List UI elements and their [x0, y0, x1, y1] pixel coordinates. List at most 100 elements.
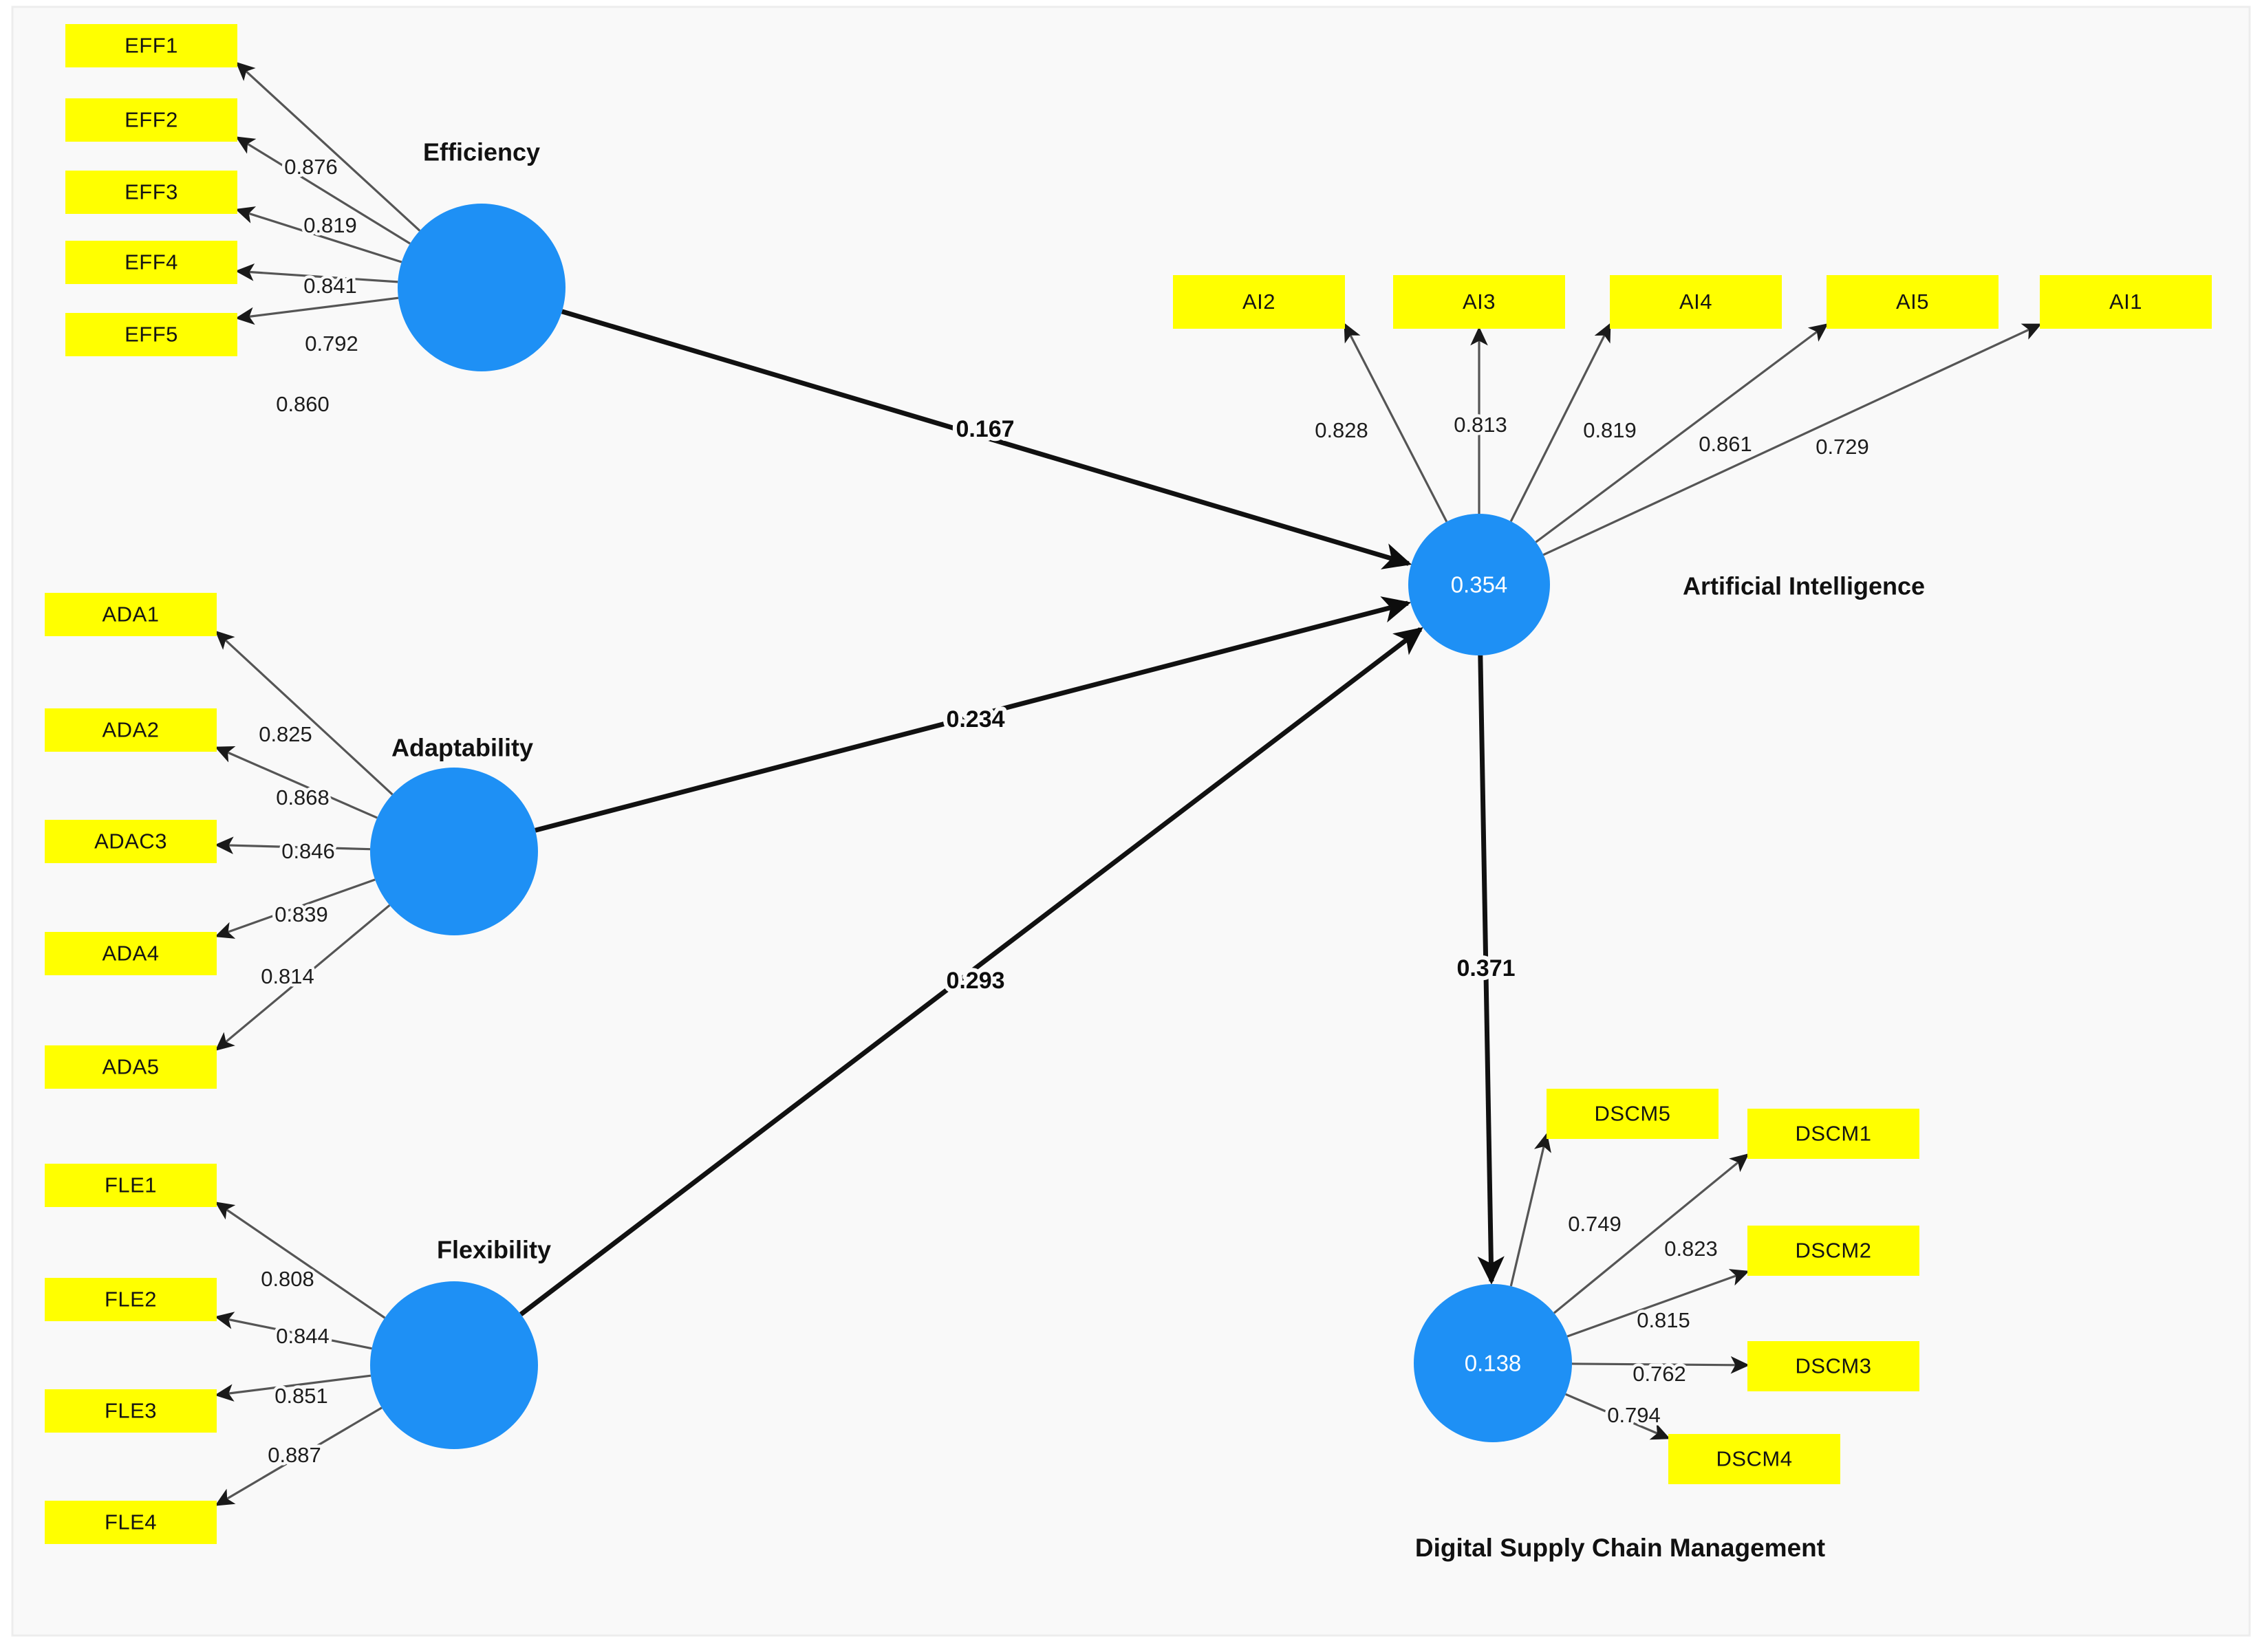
indicator-box[interactable]: [1393, 275, 1565, 329]
indicator-ada5[interactable]: ADA5: [45, 1045, 217, 1089]
indicator-ai2[interactable]: AI2: [1173, 275, 1345, 329]
indicator-ai5[interactable]: AI5: [1827, 275, 1999, 329]
indicator-box[interactable]: [65, 241, 237, 284]
indicator-fle2[interactable]: FLE2: [45, 1278, 217, 1321]
loading-line-fle-fle2: [214, 1312, 372, 1350]
indicator-fle3[interactable]: FLE3: [45, 1389, 217, 1433]
loading-line-eff-eff3: [235, 206, 402, 263]
latent-circle[interactable]: [370, 768, 538, 935]
indicator-box[interactable]: [1610, 275, 1782, 329]
loading-line-ada-adac3: [214, 836, 371, 855]
loading-value-eff-eff4: 0.792: [305, 332, 358, 356]
latent-node-fle[interactable]: [370, 1281, 538, 1449]
loading-value-eff-eff1: 0.876: [284, 155, 338, 179]
loading-value-eff-eff5: 0.860: [276, 392, 330, 416]
indicator-ai1[interactable]: AI1: [2040, 275, 2212, 329]
loading-value-ai-ai1: 0.729: [1816, 435, 1869, 459]
latent-circle[interactable]: [1414, 1284, 1572, 1442]
path-label-halo: 0.167: [956, 416, 1014, 442]
latent-node-ada[interactable]: [370, 768, 538, 935]
loading-value-dscm-dscm2: 0.815: [1637, 1308, 1690, 1332]
indicator-box[interactable]: [45, 1501, 217, 1544]
indicator-label: EFF5: [125, 323, 178, 347]
indicator-eff2[interactable]: EFF2: [65, 98, 237, 142]
indicator-box[interactable]: [1747, 1226, 1919, 1276]
latent-node-ai[interactable]: 0.354: [1408, 514, 1550, 655]
indicator-box[interactable]: [45, 1164, 217, 1207]
loading-line-ai-ai5: [1535, 323, 1829, 543]
loading-label-halo: 0.813: [1454, 413, 1507, 437]
latent-circle[interactable]: [398, 204, 566, 371]
indicator-box[interactable]: [1668, 1434, 1840, 1484]
indicator-dscm4[interactable]: DSCM4: [1668, 1434, 1840, 1484]
indicator-eff4[interactable]: EFF4: [65, 241, 237, 284]
latent-circle[interactable]: [370, 1281, 538, 1449]
latent-name-halo: Flexibility: [437, 1236, 551, 1264]
loading-value-fle-fle4: 0.887: [268, 1443, 321, 1467]
loading-label-halo: 0.819: [303, 213, 357, 237]
indicator-adac3[interactable]: ADAC3: [45, 820, 217, 863]
indicator-ai3[interactable]: AI3: [1393, 275, 1565, 329]
loading-label-halo: 0.815: [1637, 1308, 1690, 1332]
indicator-eff3[interactable]: EFF3: [65, 171, 237, 214]
loading-label-halo: 0.819: [1583, 418, 1637, 442]
loading-label-halo: 0.851: [274, 1384, 328, 1408]
indicator-dscm5[interactable]: DSCM5: [1547, 1089, 1719, 1139]
latent-node-eff[interactable]: [398, 204, 566, 371]
indicator-label: DSCM4: [1716, 1447, 1792, 1471]
latent-r2-value: 0.354: [1451, 572, 1508, 598]
indicator-dscm1[interactable]: DSCM1: [1747, 1109, 1919, 1159]
loading-line-dscm-dscm5: [1509, 1132, 1551, 1287]
indicator-eff5[interactable]: EFF5: [65, 313, 237, 356]
path-coefficient-2: 0.293: [946, 968, 1004, 994]
indicator-box[interactable]: [1747, 1341, 1919, 1391]
indicator-fle1[interactable]: FLE1: [45, 1164, 217, 1207]
indicator-label: AI3: [1463, 290, 1496, 314]
latent-node-dscm[interactable]: 0.138: [1414, 1284, 1572, 1442]
loading-value-ai-ai2: 0.828: [1315, 418, 1368, 442]
loading-value-ada-adac3: 0.846: [281, 839, 335, 863]
indicator-box[interactable]: [45, 593, 217, 636]
loading-value-dscm-dscm5: 0.749: [1568, 1212, 1622, 1236]
indicator-box[interactable]: [45, 1389, 217, 1433]
indicator-label: AI2: [1242, 290, 1275, 314]
loading-line-eff-eff2: [235, 136, 411, 245]
indicator-box[interactable]: [1747, 1109, 1919, 1159]
indicator-ai4[interactable]: AI4: [1610, 275, 1782, 329]
indicator-box[interactable]: [45, 1045, 217, 1089]
loading-value-dscm-dscm1: 0.823: [1664, 1237, 1718, 1261]
indicator-box[interactable]: [45, 708, 217, 752]
indicator-box[interactable]: [45, 820, 217, 863]
latent-circle[interactable]: [1408, 514, 1550, 655]
latent-name-ai: Artificial Intelligence: [1683, 572, 1925, 600]
indicator-box[interactable]: [1547, 1089, 1719, 1139]
loading-line-dscm-dscm1: [1553, 1153, 1749, 1314]
latent-name-halo: Efficiency: [423, 138, 540, 166]
indicator-box[interactable]: [65, 98, 237, 142]
indicator-box[interactable]: [2040, 275, 2212, 329]
indicator-label: DSCM5: [1594, 1102, 1670, 1126]
indicator-eff1[interactable]: EFF1: [65, 24, 237, 67]
indicator-box[interactable]: [1827, 275, 1999, 329]
indicator-box[interactable]: [65, 313, 237, 356]
outer-loading-labels: 0.8760.8760.8190.8190.8410.8410.7920.792…: [256, 152, 1873, 1470]
indicator-dscm3[interactable]: DSCM3: [1747, 1341, 1919, 1391]
indicator-fle4[interactable]: FLE4: [45, 1501, 217, 1544]
indicator-ada4[interactable]: ADA4: [45, 932, 217, 975]
loading-line-dscm-dscm3: [1571, 1356, 1750, 1374]
indicator-label: AI4: [1679, 290, 1712, 314]
indicator-label: ADA5: [103, 1055, 160, 1079]
indicator-box[interactable]: [45, 932, 217, 975]
indicator-ada2[interactable]: ADA2: [45, 708, 217, 752]
loading-line-fle-fle1: [215, 1202, 386, 1319]
indicator-box[interactable]: [45, 1278, 217, 1321]
indicator-box[interactable]: [65, 171, 237, 214]
loading-line-eff-eff4: [235, 263, 398, 283]
indicator-box[interactable]: [65, 24, 237, 67]
indicator-box[interactable]: [1173, 275, 1345, 329]
loading-line-ada-ada4: [214, 878, 376, 939]
indicator-ada1[interactable]: ADA1: [45, 593, 217, 636]
indicator-dscm2[interactable]: DSCM2: [1747, 1226, 1919, 1276]
indicator-label: EFF3: [125, 180, 178, 204]
